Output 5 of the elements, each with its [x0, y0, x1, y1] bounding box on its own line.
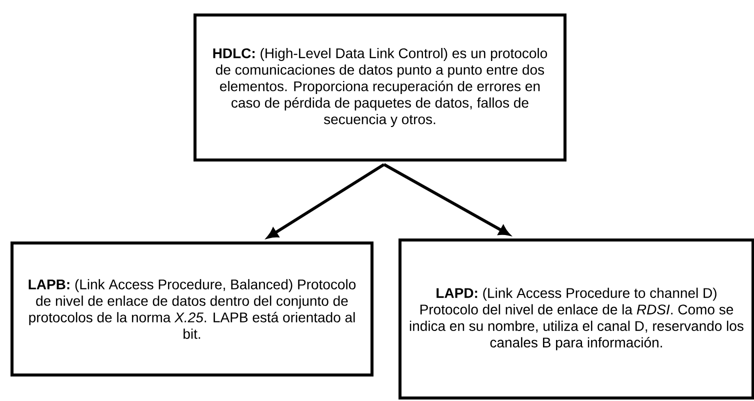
- arrow: [383, 163, 510, 236]
- text-box: LAPB: (Link Access Procedure, Balanced) Protocolo de nivel de enlace de datos dentro del conjunto de protocolos de la norma X.25. LAPB está orientado al bit.: [10, 242, 374, 376]
- arrow: [267, 163, 385, 238]
- text-box: HDLC: (High-Level Data Link Control) es un protocolo de comunicaciones de datos punto a punto entre dos elementos. Proporciona recuperación de errores en caso de pérdida de paquetes de datos, fallos de secuencia y otros.: [194, 14, 566, 162]
- text-box: LAPD: (Link Access Procedure to channel D) Protocolo del nivel de enlace de la RDSI. Como se indica en su nombre, utiliza el canal D, reservando los canales B para información.: [398, 238, 754, 400]
